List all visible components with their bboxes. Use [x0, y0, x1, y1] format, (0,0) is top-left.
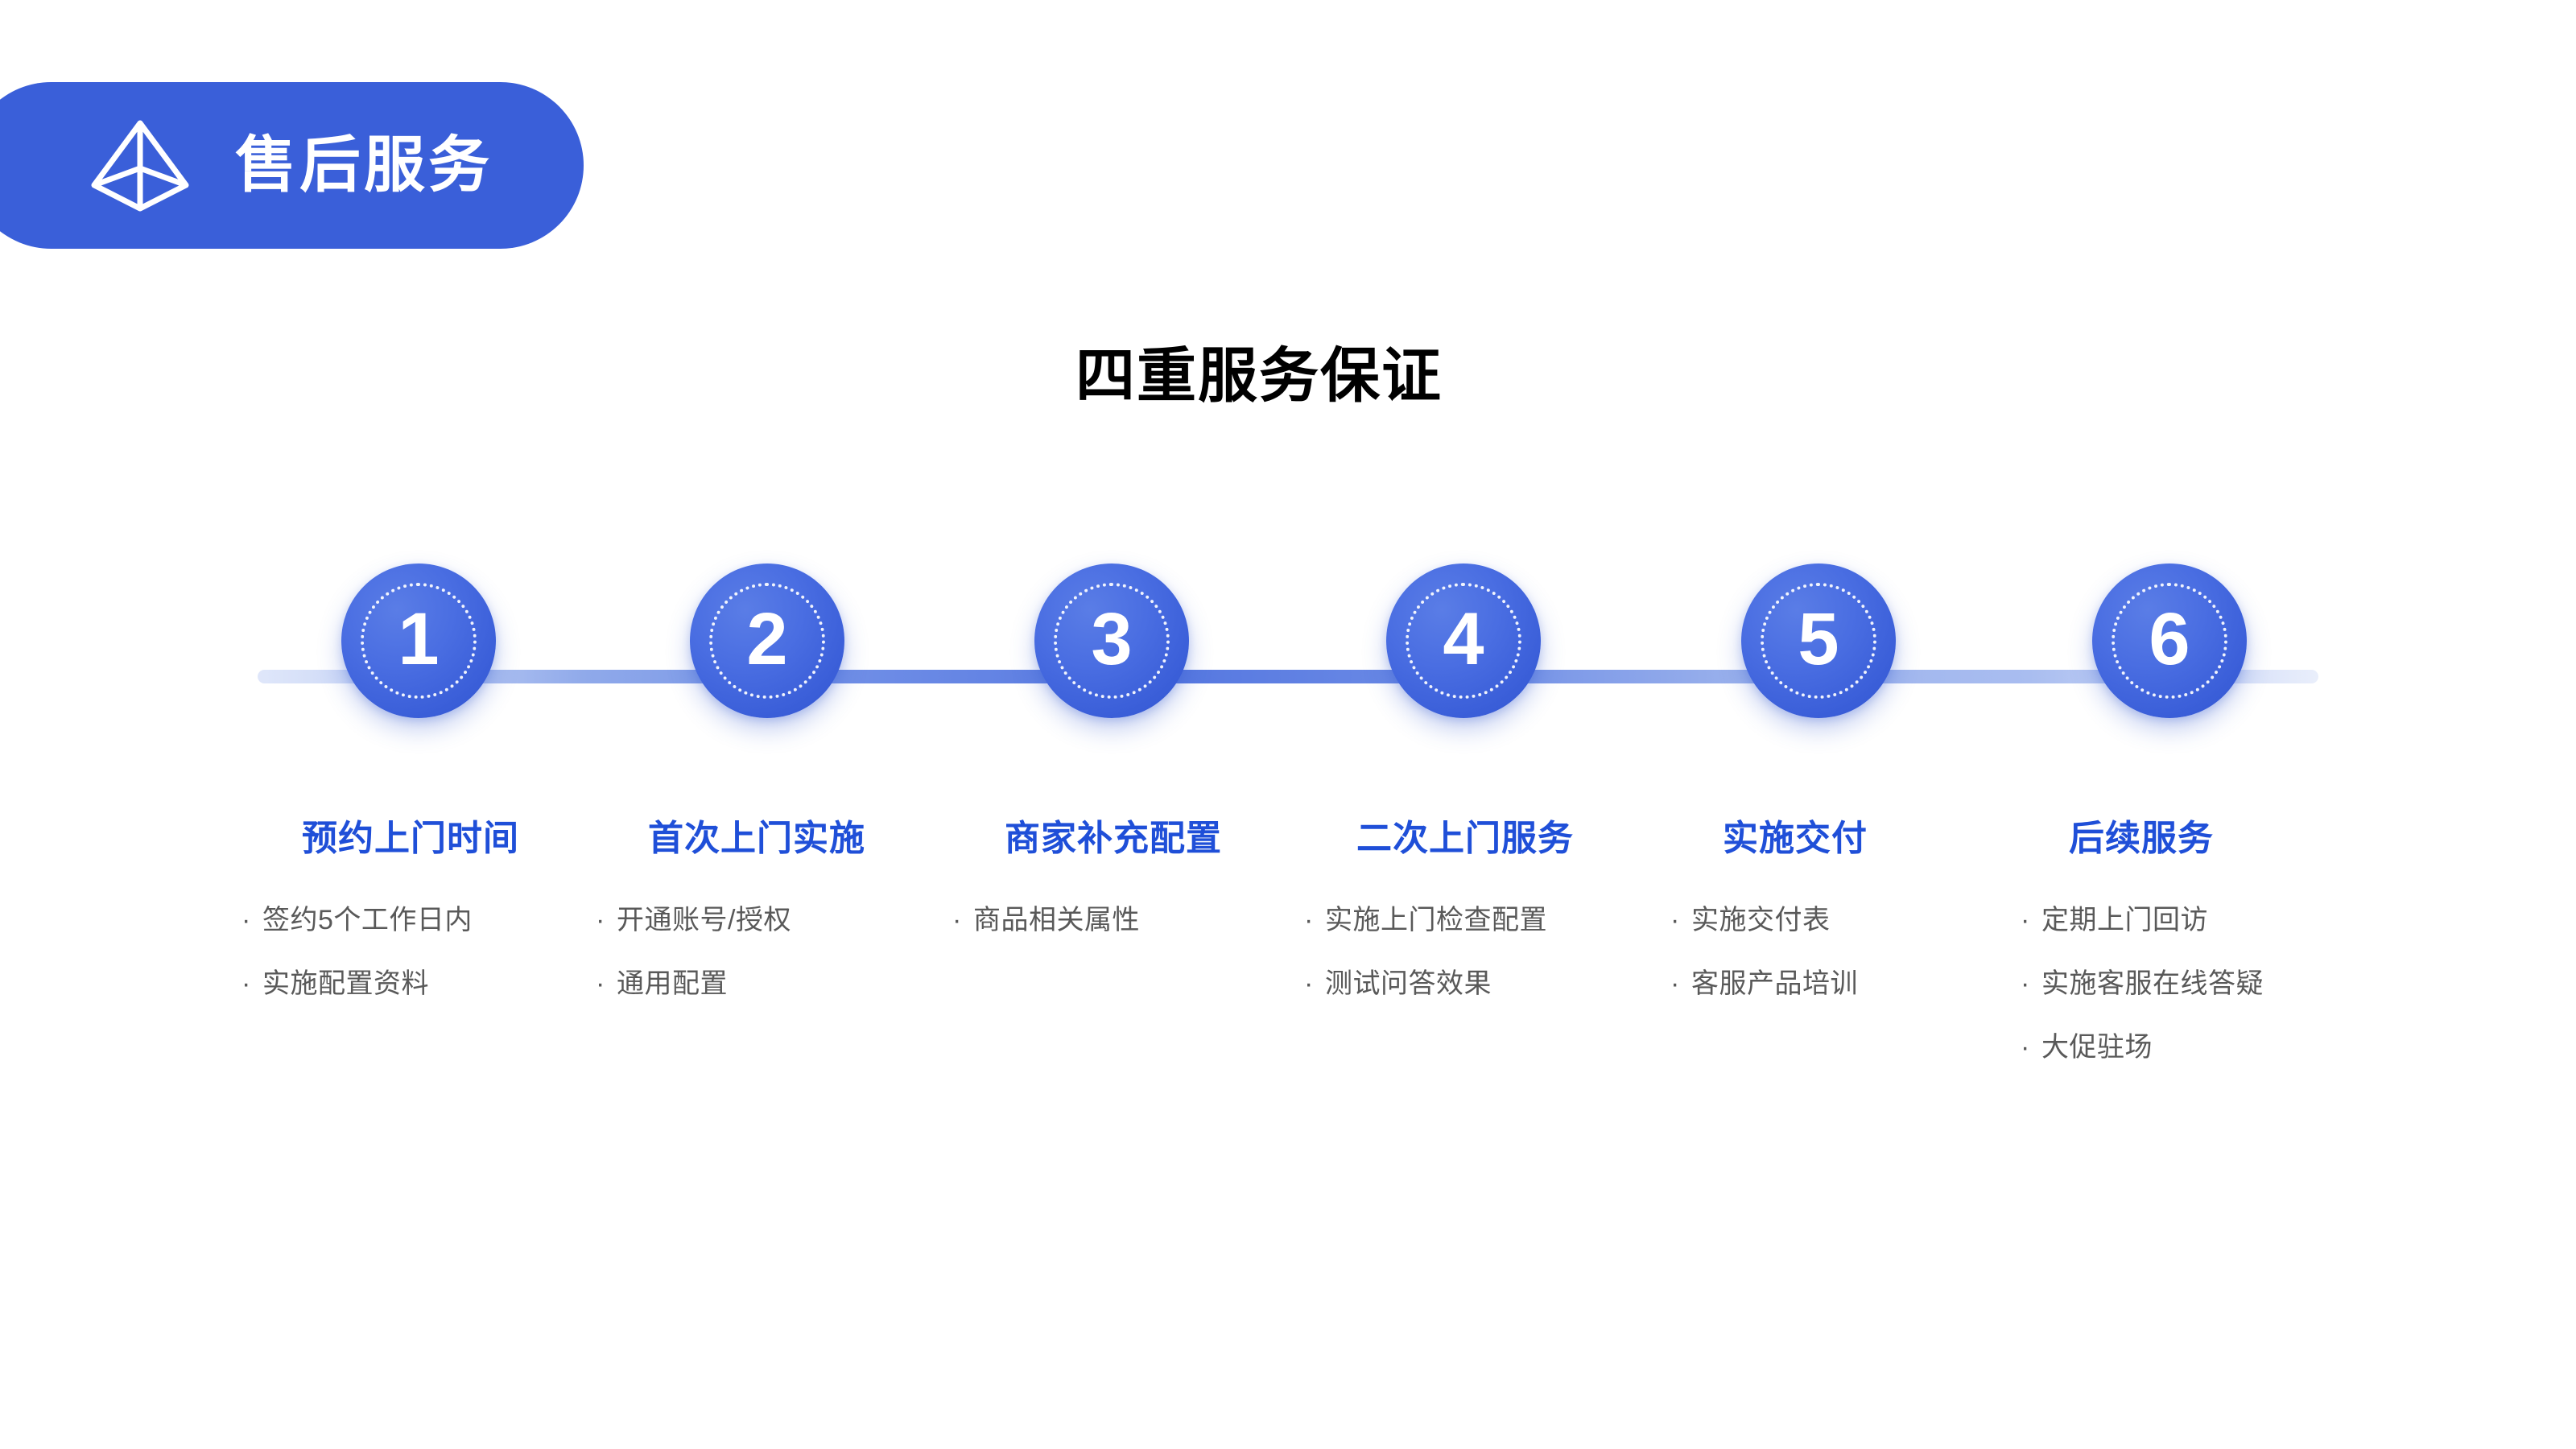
list-item: · 测试问答效果 — [1304, 970, 1626, 997]
pyramid-wireframe-icon — [89, 118, 192, 213]
step-column-4: 二次上门服务 · 实施上门检查配置 · 测试问答效果 — [1304, 821, 1626, 1034]
step-bullet-list-5: · 实施交付表 · 客服产品培训 — [1670, 906, 1920, 997]
node-number: 5 — [1798, 598, 1839, 680]
bullet-dot-icon: · — [242, 905, 251, 935]
node-dotted-ring-icon — [361, 583, 477, 699]
header-badge: 售后服务 — [0, 82, 584, 249]
list-item: · 开通账号/授权 — [596, 906, 918, 934]
list-item-label: 客服产品培训 — [1691, 968, 1858, 999]
node-number: 3 — [1091, 598, 1133, 680]
list-item: · 客服产品培训 — [1670, 970, 1920, 997]
list-item: · 商品相关属性 — [952, 906, 1274, 934]
list-item-label: 测试问答效果 — [1325, 968, 1492, 999]
list-item: · 通用配置 — [596, 970, 918, 997]
step-heading-5: 实施交付 — [1723, 819, 1868, 858]
step-column-2: 首次上门实施 · 开通账号/授权 · 通用配置 — [596, 821, 918, 1034]
bullet-dot-icon: · — [242, 968, 251, 999]
timeline-rail — [258, 670, 2318, 683]
list-item-label: 实施配置资料 — [262, 968, 429, 999]
node-number: 4 — [1443, 598, 1484, 680]
bullet-dot-icon: · — [596, 905, 605, 935]
list-item: · 实施配置资料 — [242, 970, 580, 997]
node-dotted-ring-icon — [1054, 583, 1170, 699]
list-item: · 实施客服在线答疑 — [2021, 970, 2343, 997]
step-heading-3: 商家补充配置 — [1005, 819, 1222, 858]
bullet-dot-icon: · — [2021, 905, 2030, 935]
step-heading-4: 二次上门服务 — [1356, 819, 1574, 858]
bullet-dot-icon: · — [1304, 968, 1314, 999]
bullet-dot-icon: · — [1304, 905, 1314, 935]
node-dotted-ring-icon — [709, 583, 825, 699]
node-dotted-ring-icon — [1761, 583, 1876, 699]
list-item-label: 商品相关属性 — [973, 905, 1140, 935]
step-column-5: 实施交付 · 实施交付表 · 客服产品培训 — [1670, 821, 1920, 1034]
bullet-dot-icon: · — [1670, 905, 1680, 935]
node-dotted-ring-icon — [1406, 583, 1521, 699]
page-title: 四重服务保证 — [1075, 342, 1443, 409]
bullet-dot-icon: · — [952, 905, 962, 935]
node-number: 2 — [746, 598, 788, 680]
step-column-3: 商家补充配置 · 商品相关属性 — [952, 821, 1274, 970]
timeline-node-6[interactable]: 6 — [2092, 564, 2247, 718]
header-badge-label: 售后服务 — [235, 130, 493, 200]
step-column-6: 后续服务 · 定期上门回访 · 实施客服在线答疑 · 大促驻场 — [2021, 821, 2343, 1097]
step-bullet-list-2: · 开通账号/授权 · 通用配置 — [596, 906, 918, 997]
node-number: 6 — [2149, 598, 2190, 680]
node-number: 1 — [398, 598, 440, 680]
timeline-node-5[interactable]: 5 — [1741, 564, 1896, 718]
list-item: · 大促驻场 — [2021, 1034, 2343, 1061]
list-item-label: 实施客服在线答疑 — [2041, 968, 2264, 999]
list-item-label: 定期上门回访 — [2041, 905, 2208, 935]
timeline: 1 2 3 4 5 6 — [0, 564, 2576, 821]
step-bullet-list-3: · 商品相关属性 — [952, 906, 1274, 934]
bullet-dot-icon: · — [2021, 1032, 2030, 1063]
list-item-label: 大促驻场 — [2041, 1032, 2153, 1063]
bullet-dot-icon: · — [1670, 968, 1680, 999]
timeline-node-3[interactable]: 3 — [1034, 564, 1189, 718]
list-item: · 定期上门回访 — [2021, 906, 2343, 934]
step-heading-1: 预约上门时间 — [302, 819, 519, 858]
step-heading-2: 首次上门实施 — [648, 819, 865, 858]
step-bullet-list-1: · 签约5个工作日内 · 实施配置资料 — [242, 906, 580, 997]
list-item-label: 实施上门检查配置 — [1325, 905, 1547, 935]
list-item: · 实施交付表 — [1670, 906, 1920, 934]
list-item-label: 开通账号/授权 — [617, 905, 791, 935]
list-item-label: 签约5个工作日内 — [262, 905, 473, 935]
bullet-dot-icon: · — [596, 968, 605, 999]
step-bullet-list-4: · 实施上门检查配置 · 测试问答效果 — [1304, 906, 1626, 997]
timeline-node-4[interactable]: 4 — [1386, 564, 1541, 718]
node-dotted-ring-icon — [2112, 583, 2227, 699]
step-heading-6: 后续服务 — [2069, 819, 2214, 858]
step-column-1: 预约上门时间 · 签约5个工作日内 · 实施配置资料 — [242, 821, 580, 1034]
list-item-label: 通用配置 — [617, 968, 728, 999]
list-item-label: 实施交付表 — [1691, 905, 1831, 935]
bullet-dot-icon: · — [2021, 968, 2030, 999]
timeline-node-1[interactable]: 1 — [341, 564, 496, 718]
timeline-node-2[interactable]: 2 — [690, 564, 844, 718]
list-item: · 签约5个工作日内 — [242, 906, 580, 934]
list-item: · 实施上门检查配置 — [1304, 906, 1626, 934]
step-bullet-list-6: · 定期上门回访 · 实施客服在线答疑 · 大促驻场 — [2021, 906, 2343, 1061]
